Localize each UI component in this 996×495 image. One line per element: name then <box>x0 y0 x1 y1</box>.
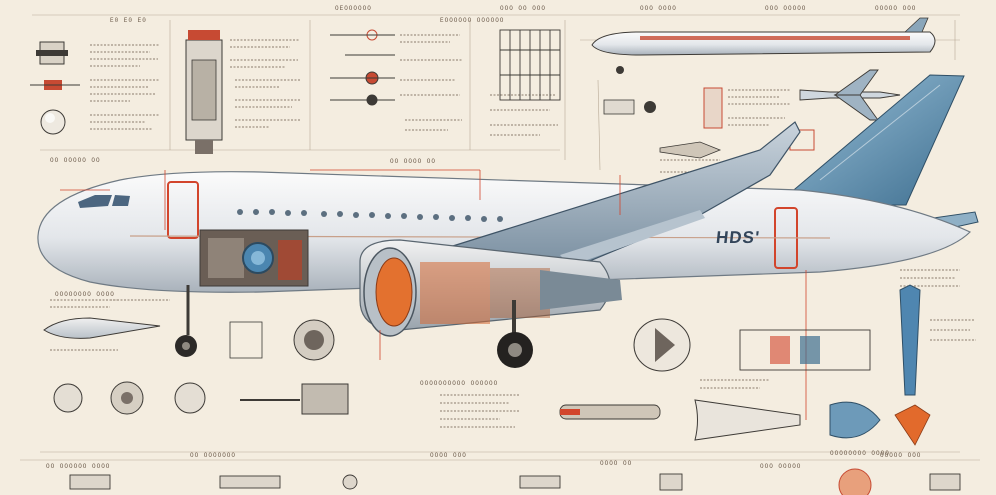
tail-marking: HDS' <box>715 228 761 247</box>
annotation-text-blocks <box>50 34 976 428</box>
section-label: OOOOOOOO OOOO <box>55 291 115 298</box>
footer-label: OOOO OO <box>600 460 632 467</box>
part-sketches-top-left <box>30 41 80 135</box>
top-view-aircraft-sketch <box>799 69 901 121</box>
section-label: OOOOOOOOOO OOOOOO <box>420 380 498 387</box>
rib-cage-sketch <box>499 29 561 101</box>
header-label: OOO OOOOO <box>765 5 806 12</box>
lower-right-components <box>559 284 931 495</box>
engine-column-sketch <box>185 30 223 154</box>
header-label: OEOOOOOO <box>335 5 372 12</box>
lower-left-sketches <box>43 317 349 415</box>
side-view-aircraft-sketch <box>591 17 936 74</box>
footer-part-sketches <box>69 473 961 491</box>
footer-label: OOOO OOO <box>430 452 467 459</box>
header-label: OOOOO OOO <box>875 5 916 12</box>
cabin-windows <box>237 209 503 222</box>
footer-label: OO OOOOOOO <box>190 452 236 459</box>
section-label: OO OOOO OO <box>390 158 436 165</box>
section-label: OO OOOOO OO <box>50 157 101 164</box>
footer-label: OOOOO OOO <box>880 452 921 459</box>
footer-label: OOO OOOOO <box>760 463 801 470</box>
footer-label: OO OOOOOO OOOO <box>46 463 110 470</box>
component-sketches-upper-right <box>603 87 815 159</box>
footer-labels: OO OOOOOO OOOO OO OOOOOOO OOOO OOO OOOO … <box>46 452 921 470</box>
linkage-sketches <box>330 29 395 106</box>
header-label: EOOOOOO OOOOOO <box>440 17 504 24</box>
header-label: OOO OO OOO <box>500 5 546 12</box>
header-label: OOO OOOO <box>640 5 677 12</box>
main-aircraft-cutaway <box>37 74 979 368</box>
section-label: OOOOOOOO OOOO <box>830 450 890 457</box>
header-label: E0 E0 E0 <box>110 17 147 24</box>
header-labels: E0 E0 E0 OEOOOOOO EOOOOOO OOOOOO OOO OO … <box>110 5 916 24</box>
section-labels: OO OOOO OO OO OOOOO OO OOOOOOOOOO OOOOOO… <box>50 157 890 457</box>
